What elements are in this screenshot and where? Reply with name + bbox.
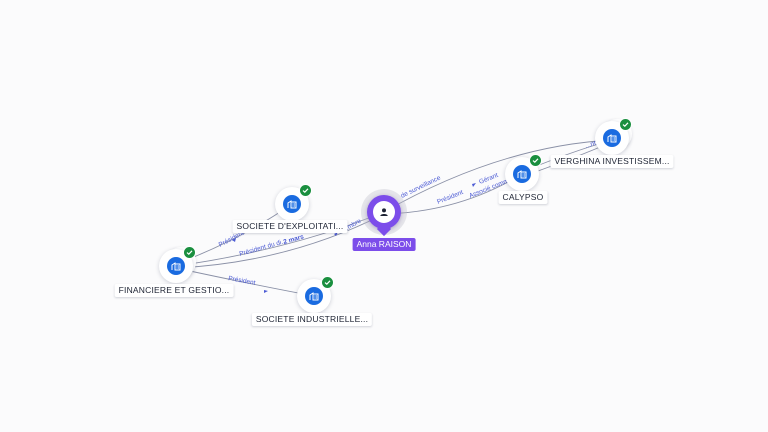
edge-person-verghina xyxy=(383,139,613,213)
edge-label-president-3: Président xyxy=(436,189,464,206)
user-icon xyxy=(373,201,395,223)
company-label-calypso[interactable]: CALYPSO xyxy=(498,191,548,204)
verified-check-icon xyxy=(321,276,334,289)
edge-label-verghina-top: ...nt xyxy=(584,140,597,150)
edge-label-president-2: Président xyxy=(228,275,256,287)
building-icon xyxy=(283,195,301,213)
building-icon xyxy=(513,165,531,183)
verified-check-icon xyxy=(299,184,312,197)
company-label-societe-industrielle[interactable]: SOCIETE INDUSTRIELLE... xyxy=(251,313,373,326)
edge-label-president-du-di: Président du di... xyxy=(239,238,288,258)
person-label[interactable]: Anna RAISON xyxy=(352,238,416,251)
edge-label-surveillance: de surveillance xyxy=(400,174,442,199)
building-icon xyxy=(305,287,323,305)
verified-check-icon xyxy=(619,118,632,131)
company-label-financiere[interactable]: FINANCIERE ET GESTIO... xyxy=(114,284,234,297)
arrow-marker xyxy=(232,238,236,242)
building-icon xyxy=(167,257,185,275)
company-label-verghina[interactable]: VERGHINA INVESTISSEM... xyxy=(550,155,674,168)
arrow-marker xyxy=(264,290,268,293)
verified-check-icon xyxy=(183,246,196,259)
edge-financiere-person xyxy=(175,211,385,267)
arrow-marker xyxy=(472,183,476,187)
edge-label-date: 2 mars xyxy=(283,233,305,246)
arrow-marker xyxy=(334,232,338,236)
edge-financiere-person-2 xyxy=(177,213,385,269)
verified-check-icon xyxy=(529,154,542,167)
building-icon xyxy=(603,129,621,147)
company-label-societe-exploitation[interactable]: SOCIETE D'EXPLOITATI... xyxy=(232,220,348,233)
